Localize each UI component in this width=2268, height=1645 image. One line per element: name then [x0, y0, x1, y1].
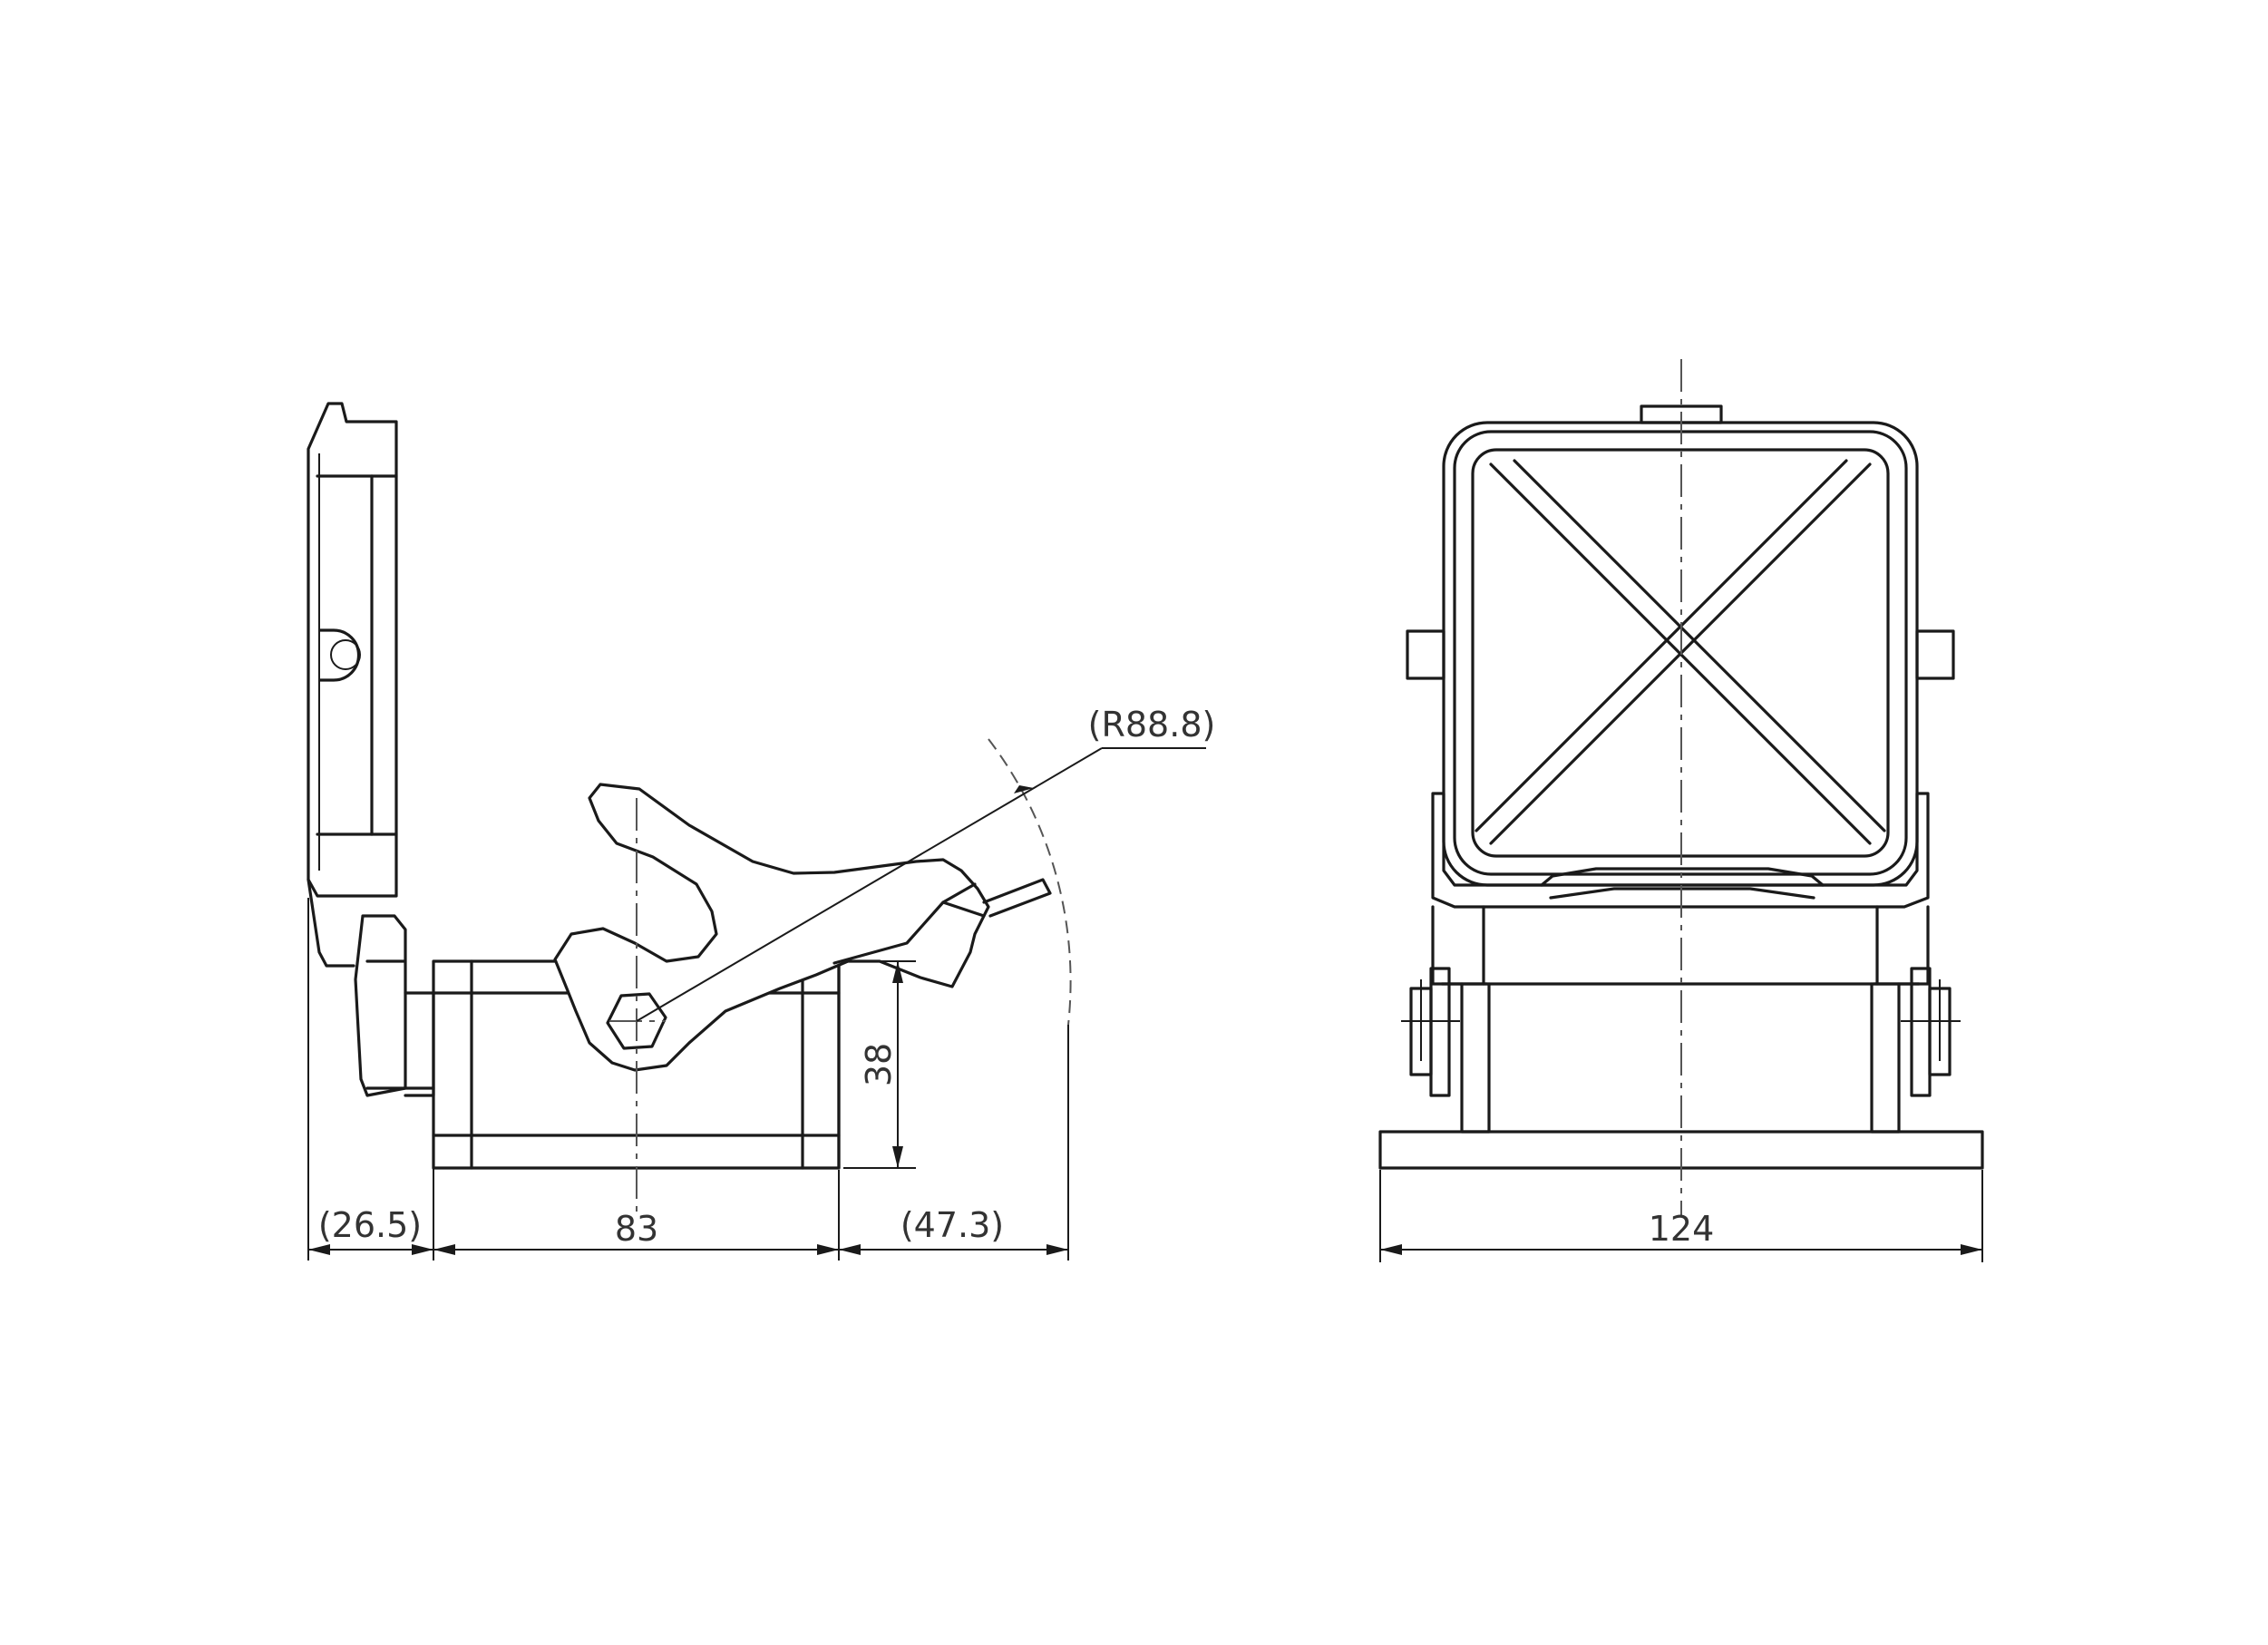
dim-lever-radius: (R88.8): [1088, 705, 1216, 745]
lever-sweep-arc: [988, 738, 1072, 1026]
width-dimension: [1379, 1170, 1983, 1262]
locking-lever: [553, 783, 1052, 1072]
left-locking-pin: [1406, 629, 1445, 680]
right-locking-pin: [1915, 629, 1955, 680]
dim-right-clearance: (47.3): [900, 1205, 1004, 1245]
dim-left-clearance: (26.5): [318, 1205, 422, 1245]
radius-leader: [636, 747, 1206, 1022]
front-view: 124: [1378, 359, 1984, 1262]
left-screw: [1401, 967, 1460, 1097]
side-horizontal-dimensions: [307, 898, 1069, 1261]
hinged-cover: [307, 402, 398, 968]
dim-base-width: 124: [1649, 1209, 1715, 1249]
hinge-block: [354, 914, 435, 1097]
dim-housing-length: 83: [615, 1209, 658, 1249]
dim-height: 38: [859, 1043, 899, 1086]
side-view: (R88.8) 38 (26.5) 83 (47.3): [307, 402, 1216, 1261]
right-screw: [1901, 967, 1961, 1097]
height-dimension: [843, 960, 916, 1169]
